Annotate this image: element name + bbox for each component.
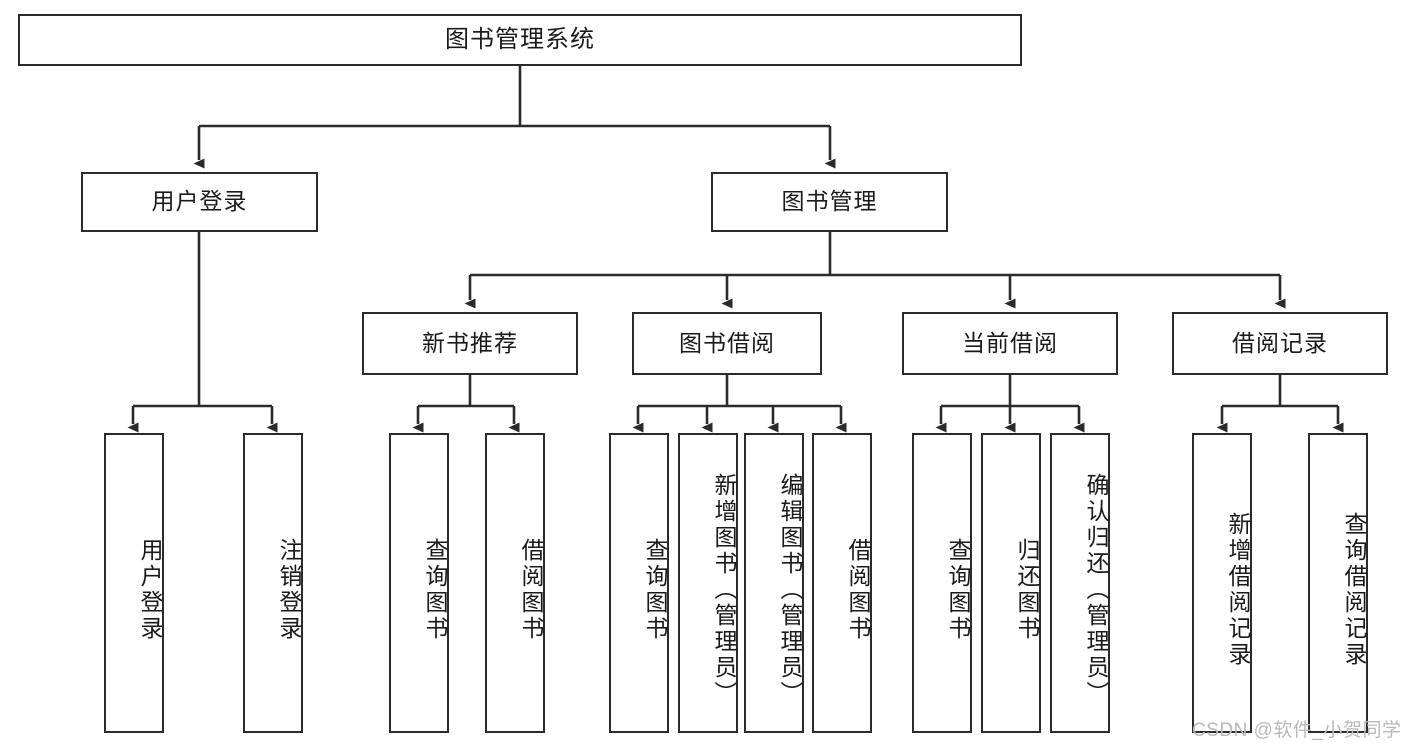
node-leaf-query-book-2[interactable]: 查询图书 (609, 433, 669, 733)
node-leaf-return-book[interactable]: 归还图书 (981, 433, 1041, 733)
node-label: 新增图书（管理员） (711, 473, 737, 707)
node-leaf-edit-book[interactable]: 编辑图书（管理员） (744, 433, 804, 733)
node-label: 图书管理 (781, 188, 878, 215)
node-leaf-query-book-3[interactable]: 查询图书 (912, 433, 972, 733)
node-new-book-recommend[interactable]: 新书推荐 (362, 312, 578, 375)
node-label: 查询图书 (422, 538, 448, 642)
node-label: 查询借阅记录 (1341, 512, 1367, 668)
node-label: 图书借阅 (679, 329, 775, 356)
node-leaf-query-record[interactable]: 查询借阅记录 (1308, 433, 1368, 733)
node-label: 编辑图书（管理员） (777, 473, 803, 707)
node-label: 借阅图书 (518, 538, 544, 642)
node-root-system[interactable]: 图书管理系统 (18, 14, 1022, 66)
node-leaf-confirm-return[interactable]: 确认归还（管理员） (1050, 433, 1110, 733)
node-label: 借阅图书 (845, 538, 871, 642)
node-leaf-user-login[interactable]: 用户登录 (104, 433, 164, 733)
node-label: 归还图书 (1014, 538, 1040, 642)
node-leaf-borrow-book-2[interactable]: 借阅图书 (812, 433, 872, 733)
node-book-management[interactable]: 图书管理 (711, 172, 948, 232)
node-current-borrow[interactable]: 当前借阅 (902, 312, 1118, 375)
node-leaf-add-record[interactable]: 新增借阅记录 (1192, 433, 1252, 733)
node-label: 借阅记录 (1232, 329, 1328, 356)
node-leaf-user-logout[interactable]: 注销登录 (243, 433, 303, 733)
node-label: 查询图书 (642, 538, 668, 642)
node-label: 新书推荐 (422, 329, 518, 356)
node-label: 确认归还（管理员） (1083, 473, 1109, 707)
node-label: 图书管理系统 (445, 25, 595, 53)
node-label: 新增借阅记录 (1225, 512, 1251, 668)
node-label: 用户登录 (151, 188, 248, 215)
node-leaf-add-book[interactable]: 新增图书（管理员） (678, 433, 738, 733)
node-leaf-borrow-book-1[interactable]: 借阅图书 (485, 433, 545, 733)
node-label: 查询图书 (945, 538, 971, 642)
node-label: 注销登录 (276, 538, 302, 642)
node-borrow-record[interactable]: 借阅记录 (1172, 312, 1388, 375)
node-user-login[interactable]: 用户登录 (81, 172, 318, 232)
node-label: 当前借阅 (962, 329, 1058, 356)
node-label: 用户登录 (137, 538, 163, 642)
csdn-watermark: CSDN @软件_小贺同学 (1192, 720, 1402, 741)
node-leaf-query-book-1[interactable]: 查询图书 (389, 433, 449, 733)
node-book-borrow[interactable]: 图书借阅 (632, 312, 822, 375)
